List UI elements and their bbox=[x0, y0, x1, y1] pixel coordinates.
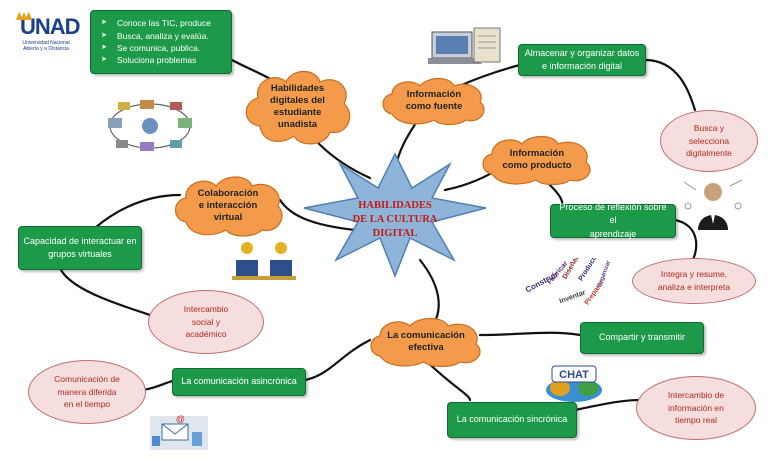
cloud-comunicacion-line1: La comunicación bbox=[387, 330, 465, 342]
center-title-line2: DE LA CULTURA bbox=[352, 213, 438, 225]
cloud-habilidades: Habilidades digitales del estudiante una… bbox=[250, 74, 345, 140]
oval-comunicacion-diferida-line3: en el tiempo bbox=[63, 399, 111, 410]
sincronica-box: La comunicación sincrónica bbox=[447, 402, 577, 438]
cloud-colaboracion-line3: virtual bbox=[213, 211, 243, 223]
center-star-shape bbox=[303, 152, 487, 279]
cloud-habilidades-line1: Habilidades bbox=[270, 83, 325, 95]
oval-busca-line1: Busca y bbox=[693, 122, 725, 133]
oval-comunicacion-diferida-line2: manera diferida bbox=[57, 386, 117, 397]
cloud-colaboracion-shape bbox=[174, 176, 283, 237]
unad-logo-sub2: Abierta y a Distancia bbox=[23, 46, 69, 52]
cloud-habilidades-line2: digitales del bbox=[270, 95, 325, 107]
oval-intercambio-social-line2: social y bbox=[191, 316, 221, 327]
oval-integra-line2: analiza e interpreta bbox=[657, 282, 731, 292]
cloud-comunicacion-line2: efectiva bbox=[408, 342, 444, 353]
cloud-comunicacion: La comunicación efectiva bbox=[372, 320, 480, 364]
chat-bubbles-image: CHAT bbox=[546, 365, 602, 402]
sincronica-label: La comunicación sincrónica bbox=[456, 414, 568, 425]
habilidades-list-box: Conoce las TIC, produce Busca, analiza y… bbox=[90, 10, 232, 74]
person-thinking-image bbox=[683, 179, 743, 230]
compartir-label: Compartir y transmitir bbox=[598, 332, 685, 343]
cloud-habilidades-line3: estudiante bbox=[273, 107, 322, 118]
interactuar-line1: Capacidad de interactuar en bbox=[23, 235, 137, 246]
verbs-word-cloud: Construir Fabricar Diseñar Producir Inve… bbox=[524, 258, 612, 306]
email-devices-image: @ bbox=[150, 414, 208, 450]
oval-intercambio-real: Intercambio de información en tiempo rea… bbox=[636, 376, 756, 440]
at-icon: @ bbox=[176, 414, 185, 424]
cloud-colaboracion-line2: e interacción bbox=[198, 200, 258, 212]
almacenar-line2: e información digital bbox=[541, 61, 623, 71]
unad-logo: UNAD Universidad Nacional Abierta y a Di… bbox=[12, 10, 81, 58]
cloud-producto-shape bbox=[482, 135, 591, 186]
reflexion-line1: Proceso de reflexión sobre el bbox=[559, 202, 667, 226]
compartir-box: Compartir y transmitir bbox=[580, 322, 704, 354]
center-title: HABILIDADES DE LA CULTURA DIGITAL bbox=[330, 190, 460, 250]
cloud-colaboracion: Colaboración e interacción virtual bbox=[176, 180, 280, 232]
word-producir: Producir bbox=[578, 258, 599, 282]
oval-intercambio-real-line1: Intercambio de bbox=[667, 389, 725, 400]
oval-intercambio-social: Intercambio social y académico bbox=[148, 290, 264, 354]
oval-comunicacion-diferida-line1: Comunicación de bbox=[54, 373, 120, 384]
oval-intercambio-real-line2: información en bbox=[668, 402, 724, 413]
oval-intercambio-real-line3: tiempo real bbox=[674, 415, 718, 426]
oval-integra: Integra y resume, analiza e interpreta bbox=[632, 258, 756, 304]
network-devices-image bbox=[108, 100, 192, 151]
reflexion-line2: aprendizaje bbox=[589, 228, 637, 239]
chat-label: CHAT bbox=[559, 369, 589, 381]
cloud-habilidades-line4: unadista bbox=[277, 118, 318, 130]
oval-comunicacion-diferida: Comunicación de manera diferida en el ti… bbox=[28, 360, 146, 424]
cloud-producto-line2: como producto bbox=[502, 160, 572, 171]
cloud-fuente-line1: Información bbox=[406, 89, 462, 101]
center-title-line1: HABILIDADES bbox=[358, 199, 432, 211]
logo-crown-icon bbox=[16, 12, 32, 20]
center-title-line3: DIGITAL bbox=[372, 228, 418, 240]
oval-busca-line3: digitalmente bbox=[686, 148, 732, 159]
almacenar-box: Almacenar y organizar datos e informació… bbox=[518, 44, 646, 76]
cloud-producto-line1: Información bbox=[509, 148, 565, 160]
cloud-fuente: Información como fuente bbox=[384, 80, 484, 122]
oval-intercambio-social-line3: académico bbox=[185, 329, 227, 340]
asincronica-box: La comunicación asincrónica bbox=[172, 368, 306, 396]
unad-logo-sub: Universidad Nacional Abierta y a Distanc… bbox=[12, 40, 80, 52]
oval-busca: Busca y selecciona digitalmente bbox=[660, 110, 758, 172]
interactuar-line2: grupos virtuales bbox=[48, 249, 112, 259]
cloud-colaboracion-line1: Colaboración bbox=[197, 188, 259, 200]
cloud-producto: Información como producto bbox=[484, 138, 590, 182]
habilidades-list-item: Conoce las TIC, produce bbox=[99, 17, 211, 29]
habilidades-list: Conoce las TIC, produce Busca, analiza y… bbox=[99, 17, 211, 66]
unad-logo-sub1: Universidad Nacional bbox=[22, 40, 70, 46]
cloud-fuente-shape bbox=[382, 77, 485, 126]
oval-intercambio-social-line1: Intercambio bbox=[183, 303, 229, 314]
cloud-fuente-line2: como fuente bbox=[405, 101, 463, 112]
almacenar-line1: Almacenar y organizar datos bbox=[524, 47, 640, 58]
people-computers-image bbox=[232, 242, 296, 280]
oval-integra-line1: Integra y resume, bbox=[660, 269, 728, 280]
interactuar-box: Capacidad de interactuar en grupos virtu… bbox=[18, 226, 142, 270]
oval-busca-line2: selecciona bbox=[688, 135, 730, 146]
habilidades-list-item: Soluciona problemas bbox=[99, 54, 211, 66]
habilidades-list-item: Se comunica, publica. bbox=[99, 42, 211, 54]
cloud-habilidades-shape bbox=[245, 70, 351, 145]
cloud-comunicacion-shape bbox=[370, 317, 481, 368]
habilidades-list-item: Busca, analiza y evalúa. bbox=[99, 30, 211, 42]
reflexion-box: Proceso de reflexión sobre el aprendizaj… bbox=[550, 202, 676, 239]
laptop-files-image bbox=[428, 27, 501, 64]
asincronica-label: La comunicación asincrónica bbox=[181, 376, 297, 387]
